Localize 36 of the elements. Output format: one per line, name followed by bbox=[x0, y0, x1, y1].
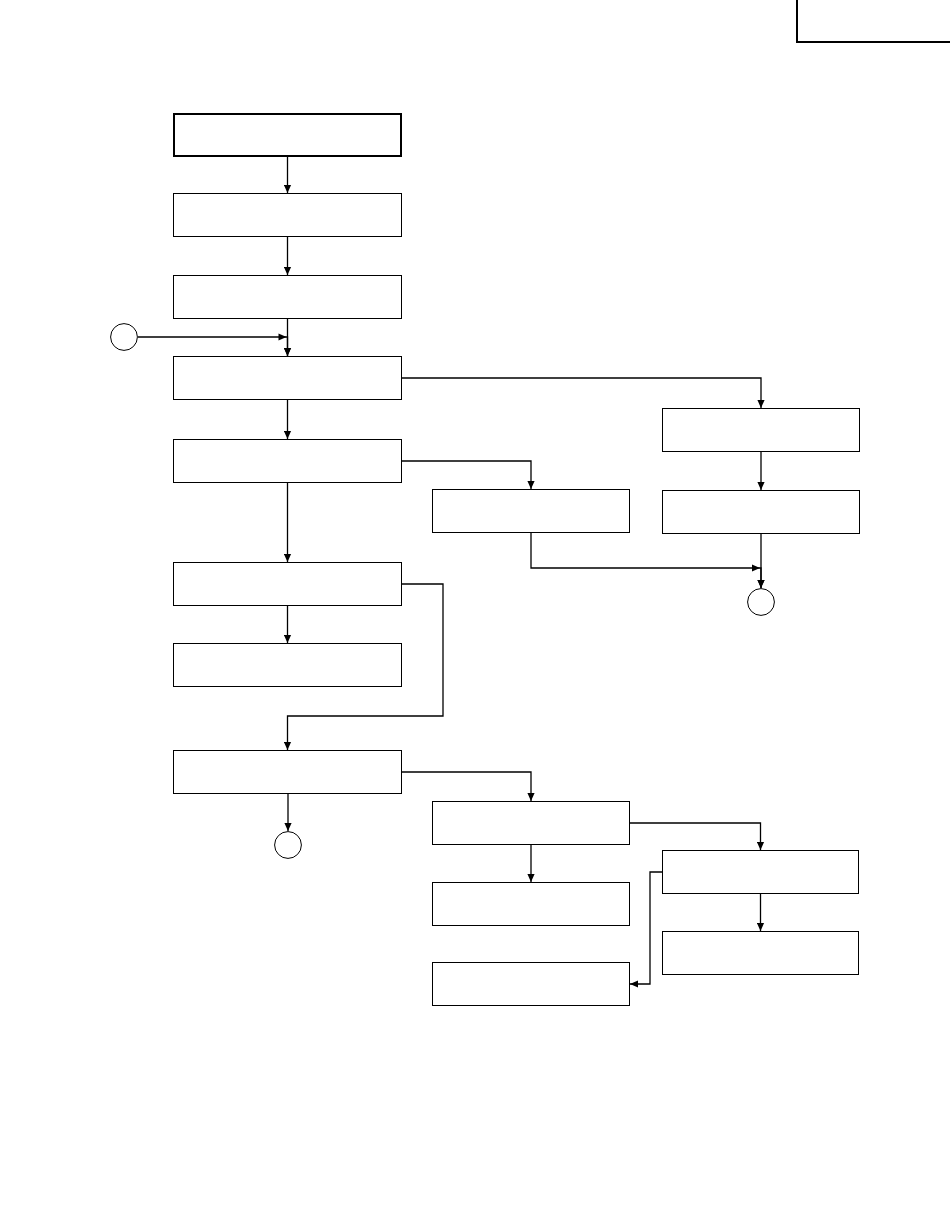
process-box bbox=[173, 562, 402, 606]
process-box bbox=[432, 801, 630, 845]
page-number-frame bbox=[796, 0, 950, 43]
process-box bbox=[662, 931, 859, 975]
arrow bbox=[401, 377, 765, 409]
arrow bbox=[284, 793, 292, 832]
process-box bbox=[432, 962, 630, 1006]
arrow bbox=[757, 451, 765, 491]
connector-circle bbox=[274, 831, 302, 859]
process-box bbox=[173, 275, 402, 319]
process-box bbox=[173, 356, 402, 400]
connector-circle bbox=[110, 323, 138, 351]
process-box bbox=[662, 490, 860, 534]
arrow bbox=[629, 822, 765, 851]
arrow bbox=[629, 871, 663, 988]
process-box bbox=[662, 408, 860, 452]
process-box bbox=[173, 193, 402, 237]
arrow bbox=[283, 156, 292, 194]
arrow bbox=[283, 236, 292, 276]
arrow bbox=[756, 893, 765, 932]
arrow bbox=[283, 605, 292, 644]
arrow bbox=[527, 844, 535, 883]
arrow bbox=[283, 482, 292, 563]
process-box bbox=[173, 439, 402, 483]
arrow bbox=[283, 399, 292, 440]
arrow bbox=[401, 771, 535, 802]
arrow bbox=[283, 583, 444, 751]
arrow bbox=[401, 460, 535, 490]
connector-circle bbox=[747, 588, 775, 616]
process-box bbox=[432, 489, 630, 533]
arrow bbox=[757, 533, 765, 589]
start-box bbox=[173, 113, 402, 157]
process-box bbox=[432, 882, 630, 926]
process-box bbox=[662, 850, 859, 894]
process-box bbox=[173, 643, 402, 687]
process-box bbox=[173, 750, 402, 794]
